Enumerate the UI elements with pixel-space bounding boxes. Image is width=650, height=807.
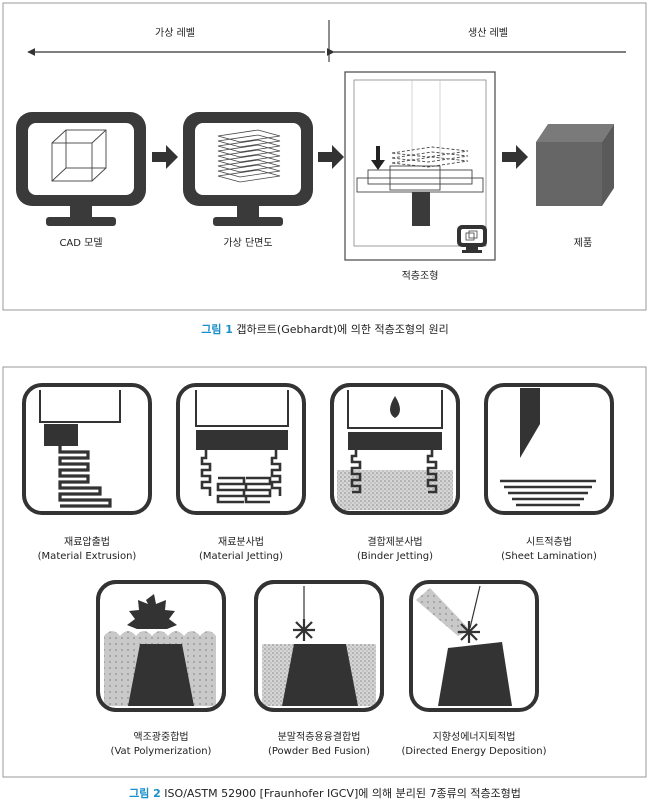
cad-monitor-icon (16, 112, 146, 226)
step-label-slices: 가상 단면도 (223, 237, 272, 249)
process-label-7-ko: 지향성에너지퇴적법 (433, 731, 516, 743)
process-label-2-ko: 재료분사법 (218, 536, 264, 548)
figure-1: 가상 레벨 생산 레벨 (2, 2, 647, 311)
figure-1-frame (2, 2, 647, 311)
figure-1-caption: 그림 1 갭하르트(Gebhardt)에 의한 적층조형의 원리 (201, 322, 449, 336)
slices-monitor-icon (183, 112, 313, 226)
process-label-3-en: (Binder Jetting) (357, 551, 433, 562)
process-label-2-en: (Material Jetting) (199, 551, 283, 562)
arrow-icon-3 (502, 145, 528, 169)
virtual-level-label: 가상 레벨 (155, 27, 195, 39)
figure-2-frame (2, 366, 647, 778)
powder-bed-fusion-icon (254, 580, 384, 712)
process-label-4-en: (Sheet Lamination) (501, 551, 597, 562)
printer-chamber-icon (344, 71, 496, 261)
arrow-icon-1 (152, 145, 178, 169)
directed-energy-deposition-icon (409, 580, 539, 712)
material-extrusion-icon (22, 383, 152, 515)
step-label-product: 제품 (574, 237, 592, 249)
process-label-4-ko: 시트적층법 (526, 536, 572, 548)
vat-polymerization-icon (96, 580, 226, 712)
process-label-6-en: (Powder Bed Fusion) (268, 746, 370, 757)
step-label-cad: CAD 모델 (59, 237, 102, 249)
product-cube-icon (536, 124, 614, 206)
process-label-1-en: (Material Extrusion) (38, 551, 137, 562)
material-jetting-icon (176, 383, 306, 515)
figure-2-caption: 그림 2 ISO/ASTM 52900 [Fraunhofer IGCV]에 의… (129, 786, 521, 800)
process-label-7-en: (Directed Energy Deposition) (401, 746, 546, 757)
process-label-3-ko: 결합제분사법 (367, 536, 422, 548)
process-label-5-en: (Vat Polymerization) (111, 746, 212, 757)
step-label-printing: 적층조형 (402, 270, 439, 282)
binder-jetting-icon (330, 383, 460, 515)
process-label-1-ko: 재료압출법 (64, 535, 110, 548)
process-label-5-ko: 액조광중합법 (133, 731, 188, 743)
production-level-label: 생산 레벨 (468, 27, 508, 39)
arrow-icon-2 (318, 145, 344, 169)
sheet-lamination-icon (484, 383, 614, 515)
process-label-6-ko: 분말적층용융결합법 (278, 731, 361, 743)
